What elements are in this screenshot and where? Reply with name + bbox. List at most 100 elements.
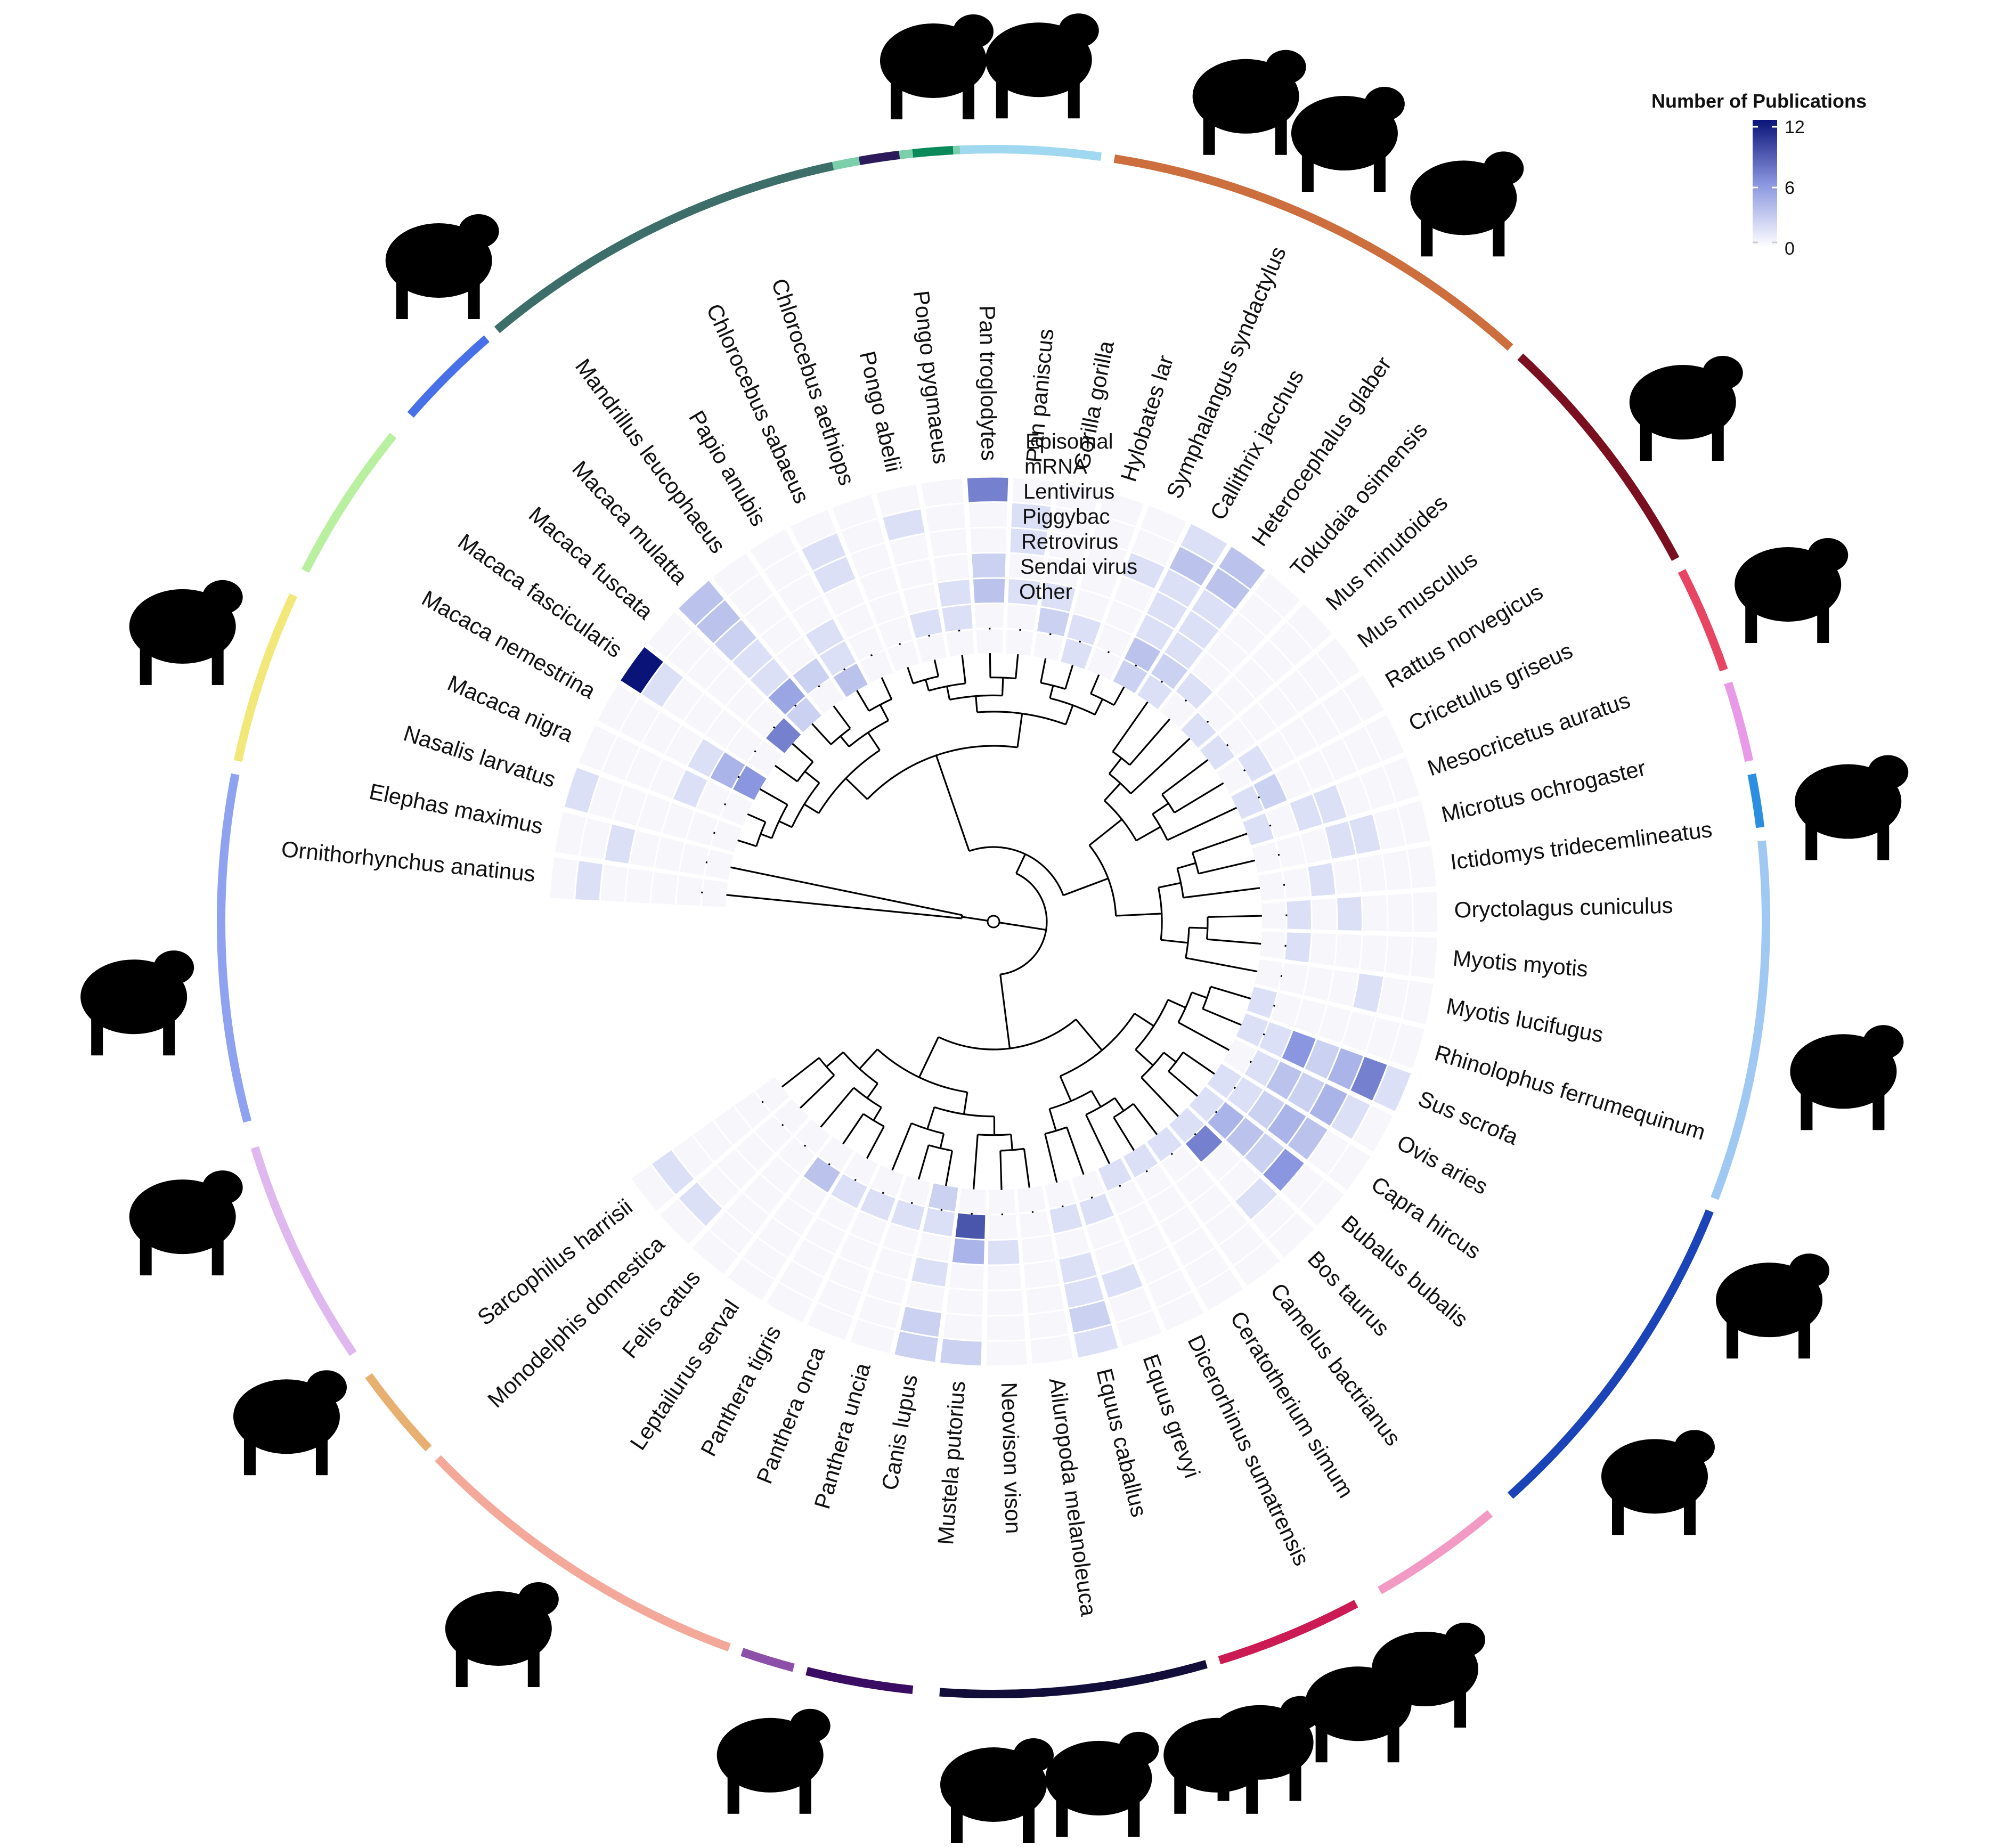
heat-cell (1357, 854, 1386, 892)
tree-branch (1206, 917, 1209, 940)
heat-cell (896, 559, 934, 590)
heat-cell (1239, 593, 1283, 636)
tree-branch (1188, 926, 1208, 929)
tree-branch (1049, 1090, 1092, 1110)
tree-branch (993, 921, 1047, 931)
tree-branch (683, 890, 962, 919)
heat-cell (688, 739, 724, 777)
tree-branch (1134, 1013, 1154, 1027)
heat-cell (679, 1182, 722, 1226)
heat-cell (1098, 1158, 1132, 1191)
tree-branch (1015, 853, 1026, 874)
heat-cell (768, 678, 805, 715)
tree-branch (1016, 713, 1023, 748)
heat-cell (1390, 1023, 1424, 1069)
heat-cell (795, 1119, 831, 1154)
heat-cell (1109, 1287, 1152, 1322)
heat-cell (1305, 1039, 1340, 1079)
heat-cell (1231, 785, 1264, 819)
heat-cell (1114, 576, 1154, 612)
heat-cell (750, 658, 789, 697)
ring-label: Sendai virus (1020, 555, 1137, 579)
heat-cell (1200, 735, 1235, 770)
tree-branch (968, 846, 1064, 896)
heat-cell (709, 1211, 754, 1255)
heat-cell (839, 1234, 878, 1269)
tree-branch (1049, 685, 1054, 698)
heat-cell (1204, 1204, 1248, 1244)
heat-cell (1267, 1104, 1306, 1144)
heat-cell (1300, 1179, 1344, 1226)
heat-cell (758, 1218, 801, 1257)
tree-branch (866, 1082, 878, 1099)
heat-cell (906, 1282, 945, 1312)
heat-cell (850, 1319, 895, 1354)
heat-cell (613, 785, 647, 826)
heat-cell (1087, 648, 1121, 680)
tree-branch (688, 858, 963, 916)
heat-cell (1373, 1065, 1411, 1111)
heat-cell (1147, 592, 1187, 629)
group-arc (1711, 840, 1770, 1200)
group-arc (858, 150, 900, 165)
heat-cell (777, 637, 816, 674)
heat-cell (925, 503, 966, 532)
group-arc (217, 773, 252, 1123)
heat-cell (1294, 999, 1326, 1035)
heat-cell (809, 679, 844, 714)
tree-branch (925, 679, 930, 691)
heat-cell (878, 616, 913, 648)
heat-cell (803, 1157, 841, 1193)
tree-branch (867, 732, 881, 751)
heat-cell (946, 630, 975, 657)
heat-cell (1266, 803, 1298, 838)
heat-cell (899, 1176, 931, 1206)
heat-cell (819, 641, 856, 676)
heat-cell (818, 1136, 853, 1171)
tree-branch (999, 974, 1011, 1049)
heat-cell (642, 663, 683, 707)
tree-branch (1094, 698, 1104, 715)
tree-branch (845, 778, 868, 800)
heat-cell (1283, 867, 1310, 899)
heat-cell (728, 1258, 775, 1300)
heat-cell (1258, 686, 1298, 727)
tree-branch (1185, 957, 1300, 981)
heat-cell (1135, 1165, 1172, 1200)
heat-cell (1350, 1056, 1387, 1101)
heat-cell (988, 1240, 1020, 1265)
heat-cell (974, 604, 1004, 629)
heat-cell (818, 1195, 857, 1231)
heat-cell (697, 781, 730, 817)
heat-cell (1098, 492, 1144, 526)
heat-cell (1137, 1247, 1180, 1284)
heat-cell (952, 1238, 985, 1265)
heat-cell (916, 633, 947, 663)
heat-cell (1137, 675, 1173, 710)
heat-cell (1207, 633, 1248, 673)
legend-colorbar (1753, 120, 1777, 248)
heat-cell (1192, 653, 1231, 691)
ring-label: mRNA (1024, 455, 1087, 478)
heat-cell (1313, 785, 1347, 824)
heat-cell (1223, 1039, 1257, 1073)
heat-cell (1413, 891, 1438, 933)
heat-cell (1124, 637, 1161, 672)
heat-cell (580, 818, 611, 860)
heat-cell (693, 1121, 732, 1161)
ring-label: Piggybac (1022, 505, 1110, 528)
heat-cell (779, 1261, 824, 1300)
cow-icon (1372, 1622, 1485, 1728)
heat-cell (630, 831, 660, 868)
heat-cell (1239, 703, 1276, 742)
heat-cell (1219, 1223, 1264, 1265)
heat-cell (1185, 1125, 1223, 1162)
heat-cell (860, 1188, 895, 1221)
heat-cell (696, 600, 740, 644)
heat-cell (1300, 828, 1331, 864)
panda-icon (1795, 755, 1909, 860)
tree-branch (978, 1133, 1011, 1136)
heat-cell (1181, 712, 1216, 748)
tree-branch (1185, 927, 1190, 958)
heat-cell (813, 557, 856, 593)
